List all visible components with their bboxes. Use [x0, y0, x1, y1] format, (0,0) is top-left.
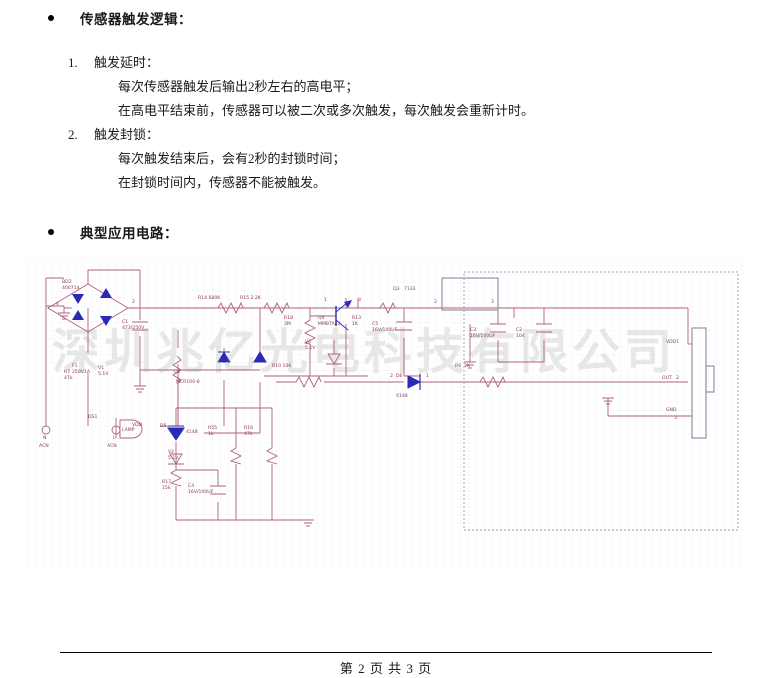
list-item-1-line-1: 每次传感器触发后输出2秒左右的高电平；: [118, 79, 359, 94]
list-item-1-title: 触发延时：: [94, 55, 160, 70]
transistor-q4: [335, 300, 352, 331]
ground-symbols: [58, 312, 614, 527]
list-item-2-line-2: 在封锁时间内，传感器不能被触发。: [118, 175, 327, 190]
output-connector-latch: [705, 365, 715, 393]
section-heading-text: 典型应用电路：: [80, 226, 178, 241]
list-item-2-line-1: 每次触发结束后，会有2秒的封锁时间；: [118, 151, 346, 166]
bullet-icon: [48, 229, 54, 235]
regulator-q3-body: [441, 277, 499, 311]
lamp-ds1: [115, 418, 143, 439]
list-item-2-title: 触发封锁：: [94, 127, 160, 142]
resistors: [169, 301, 506, 487]
page-footer: 第 2 页 共 3 页: [339, 661, 433, 676]
list-item-2-number: 2.: [68, 127, 78, 142]
diodes: [167, 351, 422, 465]
footer-divider: [60, 652, 712, 653]
schematic-grid-background: [28, 258, 744, 570]
capacitors: [132, 321, 552, 495]
section-heading-typical-circuit: 典型应用电路：: [48, 222, 178, 242]
list-item-2: 2. 触发封锁：: [68, 124, 159, 143]
module-boundary-box: [463, 271, 739, 531]
terminal-circles: [41, 425, 121, 435]
list-item-1-number: 1.: [68, 55, 78, 70]
bullet-icon: [48, 15, 54, 21]
bridge-rectifier-bd2: [47, 283, 129, 333]
section-heading-trigger-logic: 传感器触发逻辑：: [48, 8, 192, 28]
list-item-1-line-2: 在高电平结束前，传感器可以被二次或多次触发，每次触发会重新计时。: [118, 103, 535, 118]
section-heading-text: 传感器触发逻辑：: [80, 12, 192, 27]
schematic-wires: [45, 269, 692, 521]
list-item-1: 1. 触发延时：: [68, 52, 159, 71]
